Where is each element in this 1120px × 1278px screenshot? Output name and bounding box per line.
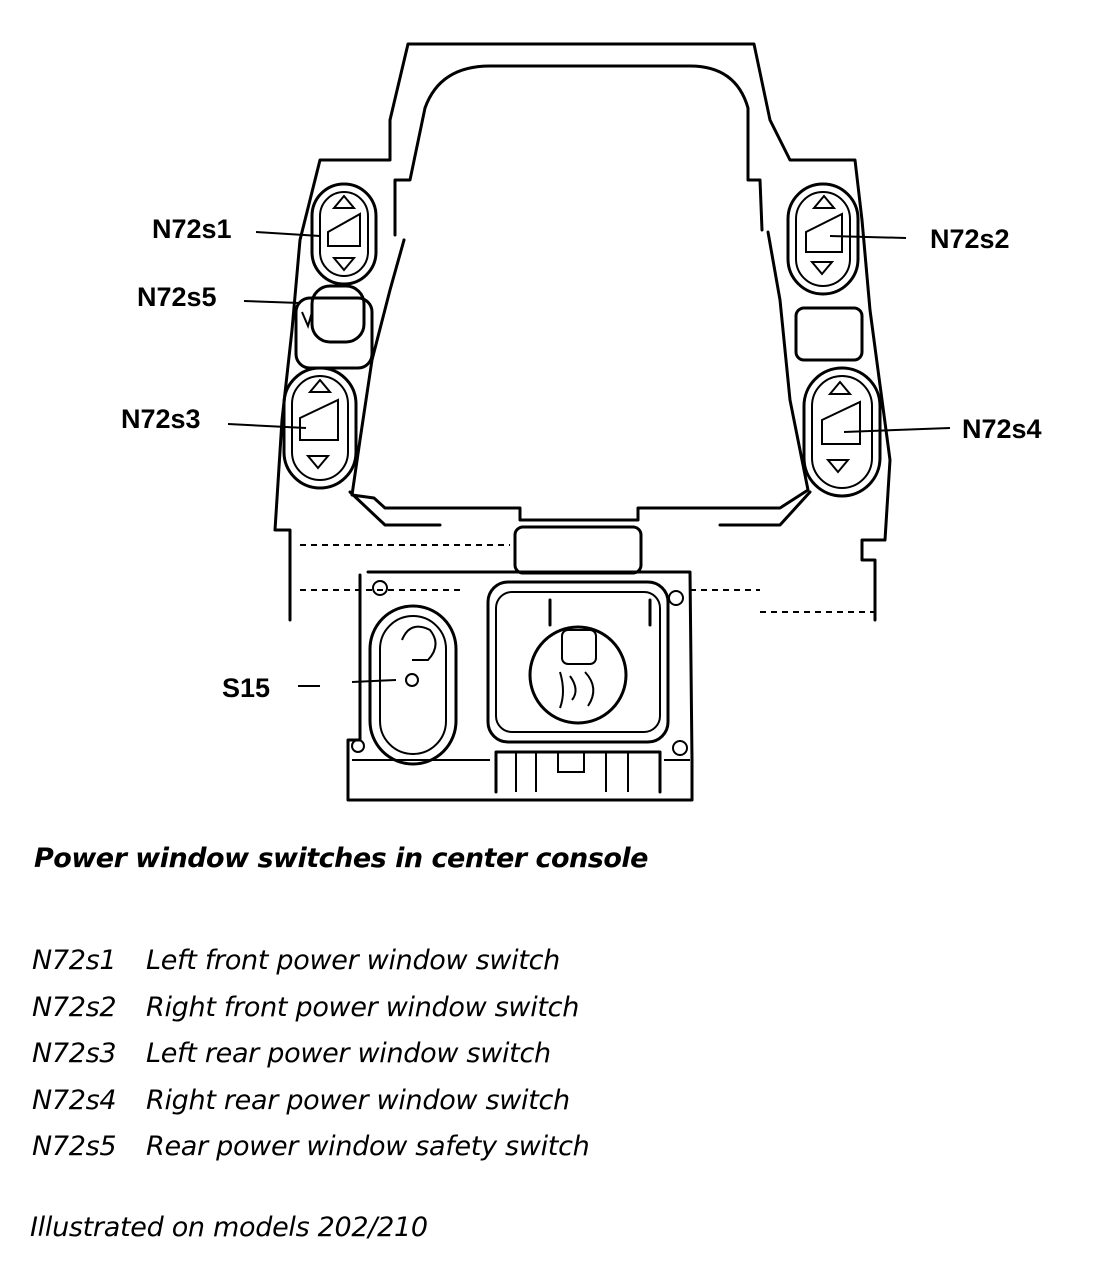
switch-n72s3 [282,366,358,490]
callout-s15: S15 [222,673,271,703]
legend-description: Right rear power window switch [146,1084,570,1116]
legend: N72s1 Left front power window switch N72s… [32,938,590,1171]
tray-lower-slot [513,525,643,575]
switch-blank-plate [794,306,864,362]
console-top-opening [423,64,764,232]
figure-caption: Power window switches in center console [34,843,648,874]
legend-code: N72s4 [32,1084,117,1116]
switch-n72s1 [310,182,378,286]
callout-n72s3: N72s3 [121,404,201,434]
callout-n72s5: N72s5 [137,282,217,312]
leader-n72s3 [227,423,307,429]
leader-n72s4 [843,427,951,433]
legend-item: N72s2 Right front power window switch [32,985,589,1032]
tray-opening [350,230,810,522]
mirror-switch-housing [486,580,670,744]
switch-n72s5 [294,284,374,370]
center-console-diagram [227,42,951,802]
leader-n72s2 [829,235,907,239]
legend-description: Left rear power window switch [146,1038,551,1069]
legend-item: N72s1 Left front power window switch [32,938,589,985]
legend-item: N72s5 Rear power window safety switch [32,1124,590,1171]
console-outer-frame [273,42,892,622]
switch-n72s2 [786,182,860,296]
leader-n72s5 [243,300,301,304]
legend-code: N72s3 [32,1038,117,1069]
switch-s15 [368,604,458,766]
legend-item: N72s3 Left rear power window switch [32,1031,589,1078]
switch-n72s4 [802,366,882,498]
legend-description: Right front power window switch [146,991,580,1023]
legend-code: N72s2 [32,991,117,1023]
callout-n72s2: N72s2 [930,224,1010,254]
legend-code: N72s5 [32,1131,117,1162]
footer-note: Illustrated on models 202/210 [30,1212,428,1243]
leader-s15 [298,679,397,687]
legend-code: N72s1 [32,945,117,976]
leader-n72s1 [255,231,321,237]
legend-item: N72s4 Right rear power window switch [32,1078,589,1125]
legend-description: Rear power window safety switch [146,1131,590,1162]
callout-n72s4: N72s4 [962,414,1042,444]
lower-switch-module [346,570,694,802]
legend-description: Left front power window switch [146,945,560,976]
callout-n72s1: N72s1 [152,214,232,244]
